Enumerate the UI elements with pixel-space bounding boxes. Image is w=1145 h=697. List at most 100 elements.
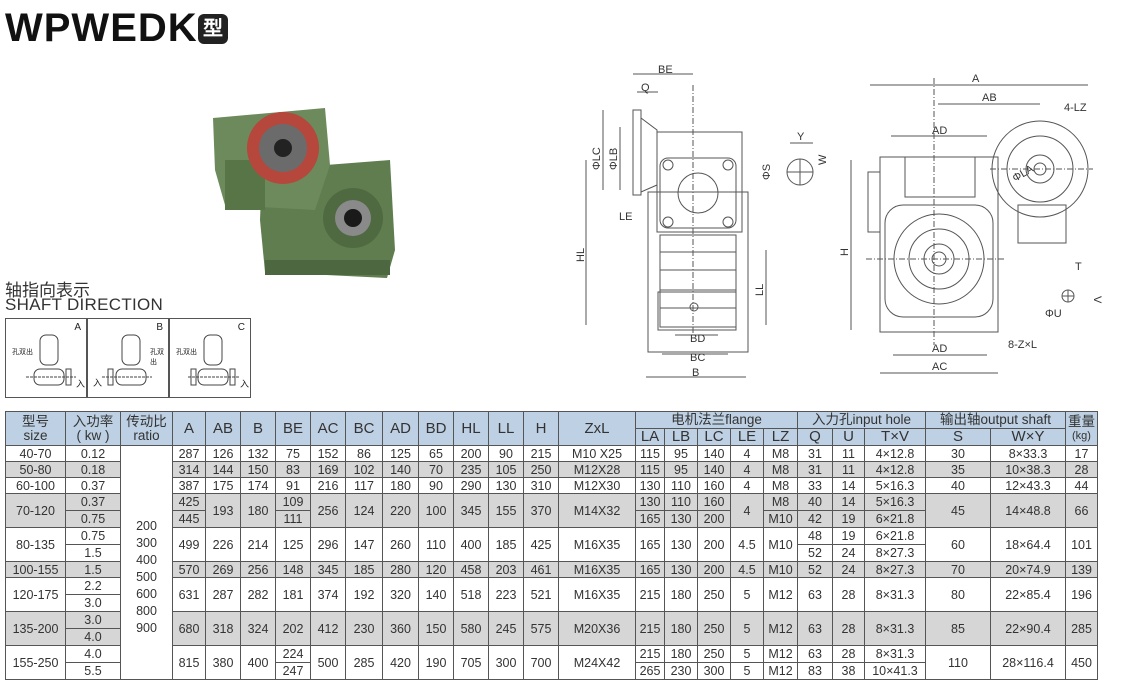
cell-LE: 4	[730, 477, 764, 494]
model-title: WPWEDK	[5, 6, 198, 50]
cell-LL: 203	[488, 561, 524, 578]
label-U: ΦU	[1045, 308, 1062, 320]
cell-TxV: 5×16.3	[864, 477, 926, 494]
cell-kw: 0.37	[65, 493, 121, 511]
cell-ZxL: M14X32	[558, 493, 636, 528]
cell-LE: 4	[730, 493, 764, 528]
cell-kw: 3.0	[65, 611, 121, 629]
label-T: T	[1075, 261, 1082, 273]
header-AC: AC	[310, 411, 346, 446]
cell-BC: 285	[345, 645, 383, 680]
cell-H: 461	[523, 561, 559, 578]
cell-LL: 223	[488, 577, 524, 612]
cell-ZxL: M12X28	[558, 461, 636, 478]
panel-letter: C	[237, 322, 245, 333]
cell-AD: 180	[382, 477, 419, 494]
cell-LB: 95	[664, 445, 698, 462]
cell-BC: 192	[345, 577, 383, 612]
shaft-direction-panel-a: A 孔双出 入	[5, 318, 87, 398]
input-label: 入	[93, 378, 103, 388]
header-zxl: ZxL	[558, 411, 636, 446]
cell-LB: 130	[664, 561, 698, 578]
cell-S: 60	[925, 527, 991, 562]
cell-size: 80-135	[5, 527, 66, 562]
label-ZL: 8-Z×L	[1008, 339, 1037, 351]
header-BD: BD	[418, 411, 454, 446]
input-label: 入	[76, 379, 86, 389]
cell-U: 24	[832, 561, 865, 578]
cell-LC: 200	[697, 527, 731, 562]
gearbox-photo	[213, 108, 395, 278]
header-S: S	[925, 428, 991, 446]
cell-LA: 165	[635, 510, 665, 528]
cell-H: 575	[523, 611, 559, 646]
cell-H: 700	[523, 645, 559, 680]
cell-S: 80	[925, 577, 991, 612]
cell-Q: 33	[797, 477, 833, 494]
label-H: H	[839, 248, 851, 256]
cell-LL: 90	[488, 445, 524, 462]
cell-kw: 0.75	[65, 510, 121, 528]
cell-BE: 247	[275, 662, 311, 680]
cell-LZ: M10	[763, 510, 798, 528]
label-BC: BC	[690, 352, 705, 364]
shaft-direction-panel-c: C 孔双出 入	[169, 318, 251, 398]
cell-WxY: 12×43.3	[990, 477, 1066, 494]
cell-HL: 235	[453, 461, 489, 478]
cell-B: 180	[240, 493, 276, 528]
cell-TxV: 8×27.3	[864, 561, 926, 578]
label-Y: Y	[797, 131, 805, 143]
cell-kg: 17	[1065, 445, 1098, 462]
cell-BE: 91	[275, 477, 311, 494]
cell-LE: 5	[730, 611, 764, 646]
header-Q: Q	[797, 428, 833, 446]
cell-BC: 185	[345, 561, 383, 578]
cell-TxV: 4×12.8	[864, 461, 926, 478]
cell-size: 120-175	[5, 577, 66, 612]
cell-LB: 230	[664, 662, 698, 680]
cell-H: 215	[523, 445, 559, 462]
cell-S: 70	[925, 561, 991, 578]
cell-A: 314	[172, 461, 206, 478]
cell-size: 135-200	[5, 611, 66, 646]
cell-LE: 4	[730, 445, 764, 462]
header-LA: LA	[635, 428, 665, 446]
cell-TxV: 10×41.3	[864, 662, 926, 680]
cell-Q: 52	[797, 561, 833, 578]
cell-AD: 320	[382, 577, 419, 612]
cell-U: 24	[832, 544, 865, 562]
type-badge: 型	[198, 14, 228, 44]
label-Q: Q	[641, 82, 650, 94]
cell-LC: 140	[697, 461, 731, 478]
cell-AD: 140	[382, 461, 419, 478]
cell-AD: 420	[382, 645, 419, 680]
cell-Q: 42	[797, 510, 833, 528]
cell-B: 400	[240, 645, 276, 680]
cell-TxV: 8×31.3	[864, 577, 926, 612]
cell-BD: 190	[418, 645, 454, 680]
shaft-diagram-a-icon	[26, 334, 76, 386]
cell-A: 287	[172, 445, 206, 462]
cell-WxY: 18×64.4	[990, 527, 1066, 562]
cell-HL: 580	[453, 611, 489, 646]
cell-BC: 147	[345, 527, 383, 562]
cell-A: 631	[172, 577, 206, 612]
cell-AC: 152	[310, 445, 346, 462]
cell-B: 214	[240, 527, 276, 562]
cell-kw: 0.37	[65, 477, 121, 494]
cell-BD: 110	[418, 527, 454, 562]
header-input-hole: 入力孔input hole	[797, 411, 926, 429]
cell-AD: 125	[382, 445, 419, 462]
hole-label: 孔双出	[176, 349, 197, 356]
cell-kg: 450	[1065, 645, 1098, 680]
cell-H: 370	[523, 493, 559, 528]
cell-LB: 130	[664, 527, 698, 562]
cell-LB: 130	[664, 510, 698, 528]
